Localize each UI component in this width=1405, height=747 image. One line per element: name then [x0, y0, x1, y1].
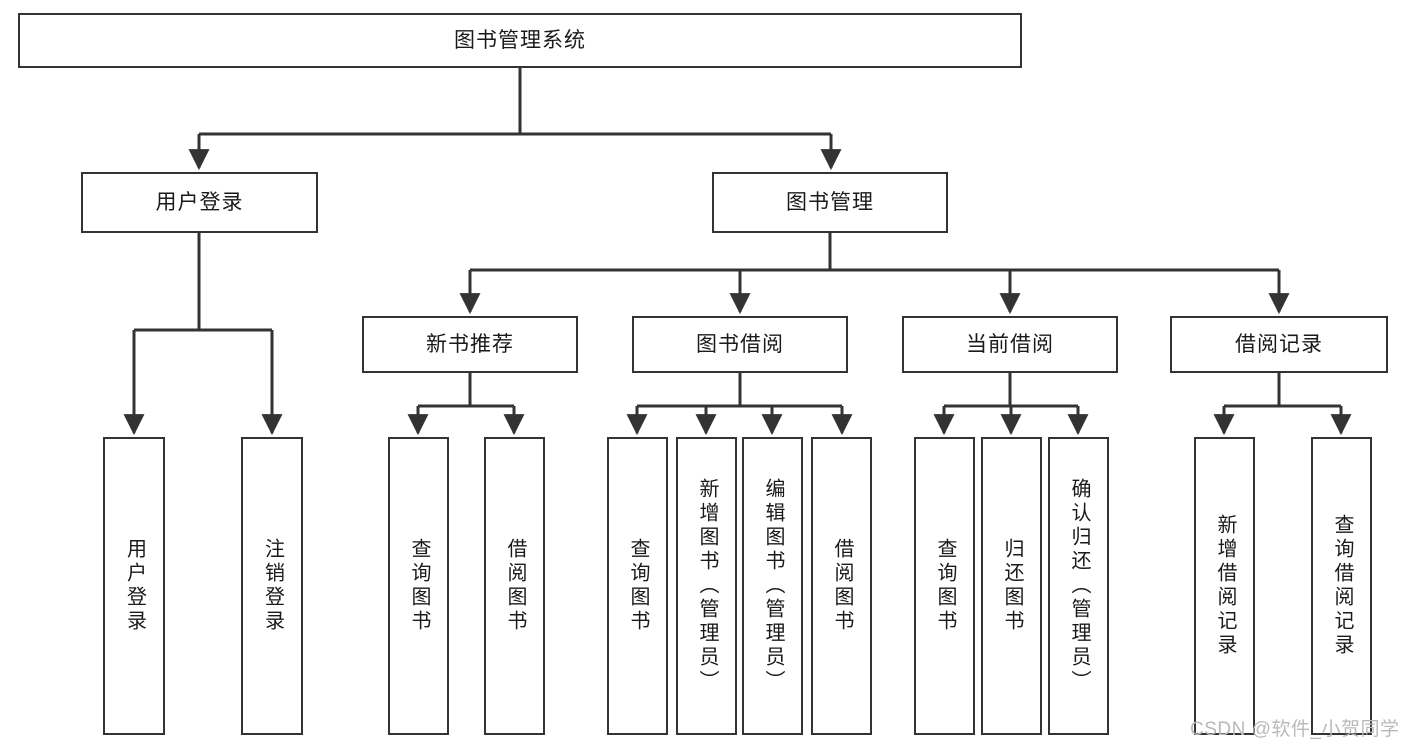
- node-label: 新增图书（管理员）: [696, 478, 718, 694]
- leaf-query-book-3[interactable]: 查询图书: [914, 437, 975, 735]
- node-label: 图书管理: [786, 190, 874, 214]
- node-label: 新增借阅记录: [1214, 514, 1236, 658]
- node-user-login[interactable]: 用户登录: [81, 172, 318, 233]
- leaf-borrow-book-2[interactable]: 借阅图书: [811, 437, 872, 735]
- csdn-watermark: CSDN @软件_小贺同学: [1190, 719, 1400, 740]
- node-label: 用户登录: [123, 538, 146, 634]
- leaf-add-record[interactable]: 新增借阅记录: [1194, 437, 1255, 735]
- node-label: 归还图书: [1001, 538, 1023, 634]
- node-label: 确认归还（管理员）: [1068, 478, 1090, 694]
- leaf-confirm-return[interactable]: 确认归还（管理员）: [1048, 437, 1109, 735]
- node-label: 注销登录: [261, 538, 284, 634]
- node-label: 编辑图书（管理员）: [762, 478, 784, 694]
- node-label: 当前借阅: [966, 332, 1054, 356]
- node-label: 图书借阅: [696, 332, 784, 356]
- leaf-query-book-1[interactable]: 查询图书: [388, 437, 449, 735]
- node-book-manage[interactable]: 图书管理: [712, 172, 948, 233]
- leaf-return-book[interactable]: 归还图书: [981, 437, 1042, 735]
- node-label: 查询图书: [934, 538, 956, 634]
- node-new-book-recommend[interactable]: 新书推荐: [362, 316, 578, 373]
- node-root-book-management-system[interactable]: 图书管理系统: [18, 13, 1022, 68]
- node-label: 借阅记录: [1235, 332, 1323, 356]
- node-book-borrow[interactable]: 图书借阅: [632, 316, 848, 373]
- leaf-add-book[interactable]: 新增图书（管理员）: [676, 437, 737, 735]
- node-label: 借阅图书: [504, 538, 526, 634]
- node-label: 用户登录: [155, 190, 244, 214]
- node-borrow-record[interactable]: 借阅记录: [1170, 316, 1388, 373]
- node-label: 图书管理系统: [454, 28, 586, 52]
- leaf-logout-login[interactable]: 注销登录: [241, 437, 303, 735]
- node-label: 查询图书: [627, 538, 649, 634]
- leaf-query-record[interactable]: 查询借阅记录: [1311, 437, 1372, 735]
- leaf-edit-book[interactable]: 编辑图书（管理员）: [742, 437, 803, 735]
- node-label: 查询图书: [408, 538, 430, 634]
- leaf-borrow-book-1[interactable]: 借阅图书: [484, 437, 545, 735]
- leaf-query-book-2[interactable]: 查询图书: [607, 437, 668, 735]
- leaf-user-login[interactable]: 用户登录: [103, 437, 165, 735]
- node-label: 借阅图书: [831, 538, 853, 634]
- node-label: 新书推荐: [426, 332, 514, 356]
- node-current-borrow[interactable]: 当前借阅: [902, 316, 1118, 373]
- node-label: 查询借阅记录: [1331, 514, 1353, 658]
